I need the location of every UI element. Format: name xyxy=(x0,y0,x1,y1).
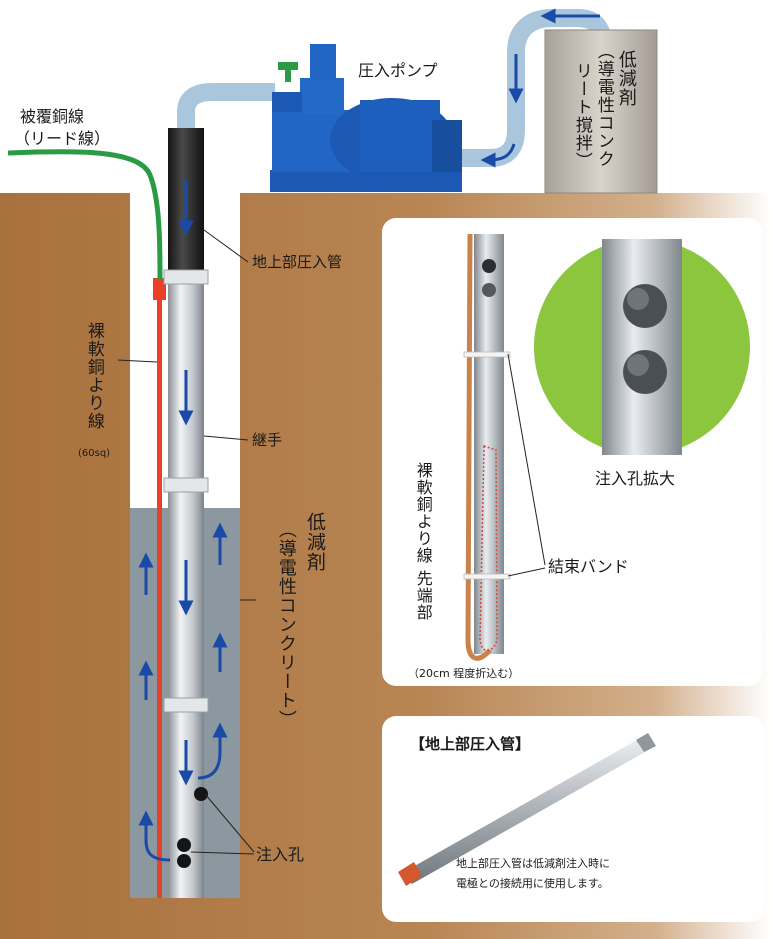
mixing-tank xyxy=(544,29,658,194)
zoom-hole-shine xyxy=(627,354,649,376)
lead-wire-label: 被覆銅線 xyxy=(20,107,85,126)
injection-hole xyxy=(177,854,191,868)
injection-hole-label: 注入孔 xyxy=(256,845,305,864)
joint xyxy=(163,269,209,285)
callout-line xyxy=(507,353,546,566)
copper-strand-wire xyxy=(157,278,162,898)
hose-flow-arrow xyxy=(480,143,516,168)
injection-hole xyxy=(177,838,191,852)
agent-label-title: 低減剤 xyxy=(303,512,326,572)
copper-strand-label: 裸軟銅より線 xyxy=(83,322,104,430)
lead-wire xyxy=(7,149,163,281)
photo-hole xyxy=(482,283,496,297)
joint-label: 継手 xyxy=(252,431,283,449)
joint xyxy=(163,477,209,493)
tank-label-sub1: （導電性コンク xyxy=(593,42,614,168)
copper-connector xyxy=(153,278,166,300)
strand-tip-label: 裸軟銅より線 先端部 xyxy=(413,462,433,622)
lead-wire-label-sub: （リード線） xyxy=(14,129,111,148)
tank-label-title: 低減剤 xyxy=(615,50,637,107)
fold-note-label: （20cm 程度折込む） xyxy=(408,667,520,680)
photo-band xyxy=(463,351,511,358)
band-label: 結束バンド xyxy=(548,557,629,576)
surface-pipe-label: 地上部圧入管 xyxy=(252,253,343,271)
press-pump xyxy=(270,44,462,192)
photo-pipe xyxy=(474,234,504,654)
photo-hole xyxy=(482,259,496,273)
callout-line xyxy=(204,793,255,853)
callout-line xyxy=(203,435,249,441)
outflow-arrow xyxy=(197,722,228,780)
callout-line xyxy=(190,851,255,855)
agent-label-sub: （導電性コンクリート） xyxy=(275,520,297,729)
tank-label-sub2: リート撹拌） xyxy=(571,62,592,170)
zoom-hole-shine xyxy=(627,288,649,310)
pipe-box-note2: 電極との接続用に使用します。 xyxy=(456,877,609,890)
joint xyxy=(163,697,209,713)
callout-line xyxy=(507,567,546,577)
callout-line xyxy=(203,229,249,263)
photo-band xyxy=(463,573,511,580)
copper-spec-label: (60sq) xyxy=(78,448,111,459)
pipe-info-box xyxy=(382,716,764,922)
pipe-box-note1: 地上部圧入管は低減剤注入時に xyxy=(456,857,610,870)
hose-tank-to-pump xyxy=(462,9,611,167)
pipe-box-title: 【地上部圧入管】 xyxy=(410,735,531,753)
callout-line xyxy=(117,359,158,363)
hose-pump-to-pipe xyxy=(177,83,275,128)
outflow-arrow xyxy=(138,810,171,862)
long-pipe-photo xyxy=(398,733,656,886)
photo-copper-strand xyxy=(465,233,492,661)
zoom-pipe xyxy=(602,239,682,455)
hole-zoom-label: 注入孔拡大 xyxy=(595,469,676,488)
injection-hole xyxy=(194,787,208,801)
pump-label: 圧入ポンプ xyxy=(358,61,438,80)
